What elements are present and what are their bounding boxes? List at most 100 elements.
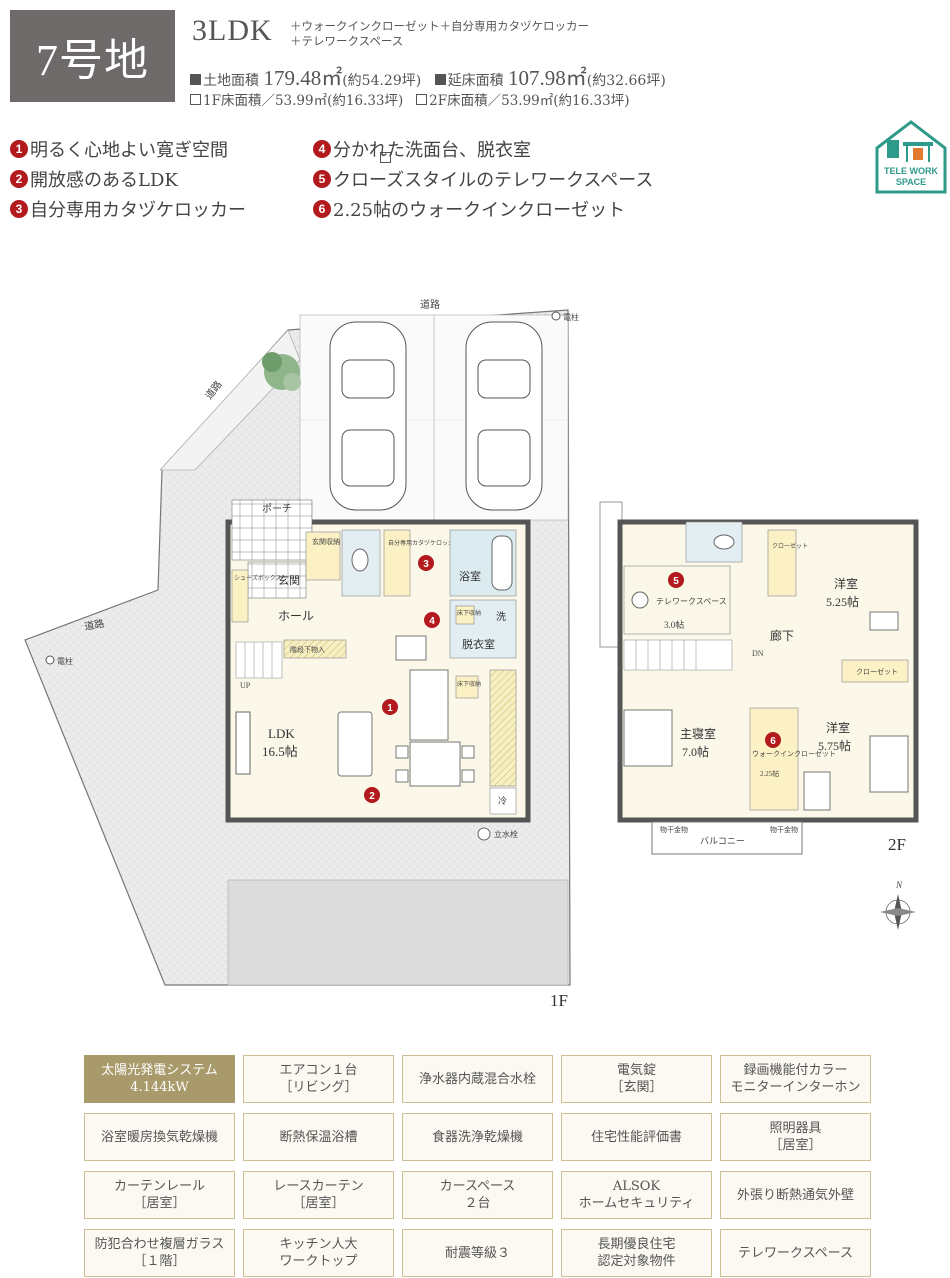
road-top-label: 道路 — [420, 298, 440, 311]
amenity-line1: 耐震等級３ — [444, 1245, 510, 1261]
svg-text:1: 1 — [387, 703, 393, 714]
road-diag-label: 道路 — [202, 378, 225, 402]
feature-number: 2 — [10, 170, 28, 188]
amenity-line2: 4.144kW — [130, 1080, 189, 1095]
amenity-line1: 照明器具 — [769, 1121, 822, 1136]
amenity-line2: 認定対象物件 — [597, 1254, 676, 1269]
amenity-item: 防犯合わせ複層ガラス ［１階］ — [84, 1229, 235, 1277]
amenity-item: 太陽光発電システム 4.144kW — [84, 1055, 235, 1103]
marker-icon: 5 6 — [668, 572, 781, 748]
up-label: UP — [240, 681, 251, 690]
feature-number: 3 — [10, 200, 28, 218]
amenity-line1: 電気錠 — [616, 1063, 656, 1078]
amenity-line1: 太陽光発電システム — [101, 1063, 218, 1078]
amenity-line1: キッチン人大 — [279, 1237, 358, 1252]
floor-area-label: 延床面積 — [447, 73, 504, 89]
western1-size: 5.25帖 — [826, 594, 859, 609]
outline-square-icon — [380, 152, 391, 163]
amenity-line2: ［玄関］ — [610, 1080, 663, 1095]
feature-text: 分かれた洗面台、脱衣室 — [333, 140, 531, 161]
lot-number-badge: 7号地 — [10, 10, 175, 102]
closet-label-1: クローゼット — [772, 542, 808, 550]
amenity-line1: エアコン１台 — [279, 1063, 358, 1078]
svg-text:2: 2 — [369, 791, 375, 802]
amenity-item: レースカーテン［居室］ — [243, 1171, 394, 1219]
amenity-line2: ［リビング］ — [279, 1080, 358, 1095]
wash-label: 洗 — [496, 611, 506, 623]
western2-label: 洋室 — [826, 720, 850, 735]
svg-text:5: 5 — [673, 576, 679, 587]
amenity-line1: 録画機能付カラー — [743, 1063, 848, 1078]
amenity-line1: テレワークスペース — [737, 1245, 854, 1261]
balcony-label: バルコニー — [700, 836, 745, 846]
hall-label: ホール — [278, 609, 314, 623]
bath-label: 浴室 — [459, 569, 481, 583]
hanger-label-2: 物干金物 — [770, 825, 798, 834]
western2-size: 5.75帖 — [818, 738, 851, 753]
porch-label: ポーチ — [262, 503, 292, 515]
entrance-storage-label: 玄関収納 — [312, 537, 340, 546]
lot-number: 7号地 — [36, 36, 149, 85]
amenity-line1: 住宅性能評価書 — [590, 1129, 682, 1145]
amenity-line2: ２台 — [464, 1196, 491, 1211]
plan-type: 3LDK — [192, 14, 273, 47]
pole-label-1: 電柱 — [563, 312, 579, 322]
feature-text: クローズスタイルのテレワークスペース — [333, 170, 654, 191]
amenity-line2: ［１階］ — [133, 1254, 186, 1269]
north-label: N — [895, 880, 903, 890]
amenity-line2: ［居室］ — [292, 1196, 345, 1211]
amenity-item: 断熱保温浴槽 — [243, 1113, 394, 1161]
amenity-line1: 食器洗浄乾燥機 — [431, 1129, 523, 1145]
area-summary: 土地面積 179.48㎡(約54.29坪) 延床面積 107.98㎡(約32.6… — [190, 62, 666, 92]
amenity-item: 住宅性能評価書 — [561, 1113, 712, 1161]
filled-square-icon — [190, 74, 201, 85]
faucet-label: 立水栓 — [494, 829, 518, 839]
telework-label: テレワークスペース — [656, 597, 727, 606]
amenity-item: 録画機能付カラーモニターインターホン — [720, 1055, 871, 1103]
amenity-line2: ［居室］ — [769, 1138, 822, 1153]
dn-label: DN — [752, 649, 764, 658]
plan-extras-line1: ＋ウォークインクローゼット＋自分専用カタヅケロッカー — [290, 19, 589, 33]
closet-label-2: クローゼット — [856, 667, 898, 676]
locker-label: 自分専用カタヅケロッカー — [388, 539, 460, 547]
svg-text:6: 6 — [770, 736, 776, 747]
svg-text:4: 4 — [429, 616, 435, 627]
telework-icon-line1: TELE WORK — [884, 166, 938, 176]
telework-space-icon: TELE WORK SPACE — [875, 120, 947, 194]
feature-text: 明るく心地よい寛ぎ空間 — [30, 140, 228, 161]
ldk-label: LDK — [268, 726, 295, 741]
plan-extras: ＋ウォークインクローゼット＋自分専用カタヅケロッカー ＋テレワークスペース — [290, 19, 589, 49]
amenity-item: 電気錠 ［玄関］ — [561, 1055, 712, 1103]
outline-square-icon — [416, 94, 428, 105]
filled-square-icon — [434, 74, 446, 85]
floor1-label: 1F — [550, 991, 568, 1010]
feature-text: 2.25帖のウォークインクローゼット — [333, 200, 626, 221]
shoe-box-label: シューズボックス — [234, 574, 282, 582]
feature-number: 4 — [313, 140, 331, 158]
western1-label: 洋室 — [834, 576, 858, 591]
pole-label-2: 電柱 — [57, 656, 73, 666]
stair-storage-label: 階段下物入 — [290, 645, 325, 654]
land-area-value: 179.48㎡ — [263, 66, 343, 90]
feature-number: 6 — [313, 200, 331, 218]
amenity-item: エアコン１台 ［リビング］ — [243, 1055, 394, 1103]
amenity-item: 耐震等級３ — [402, 1229, 553, 1277]
marker-icon: 3 4 1 2 — [364, 555, 440, 803]
floor2-label: 2F — [888, 835, 906, 854]
floor-plan: 道路 道路 道路 電柱 電柱 ポーチ 玄関 玄関収納 自分専用カタヅケロッカー … — [24, 298, 919, 1010]
feature-number: 1 — [10, 140, 28, 158]
amenity-line1: 防犯合わせ複層ガラス — [94, 1237, 225, 1252]
hanger-label-1: 物干金物 — [660, 825, 688, 834]
land-area-label: 土地面積 — [203, 73, 259, 89]
amenity-item: 照明器具 ［居室］ — [720, 1113, 871, 1161]
amenity-line2: モニターインターホン — [730, 1080, 861, 1095]
amenity-line2: ホームセキュリティ — [578, 1196, 695, 1211]
amenity-item: キッチン人大ワークトップ — [243, 1229, 394, 1277]
floor-areas: 1F床面積／53.99㎡(約16.33坪) 2F床面積／53.99㎡(約16.3… — [190, 89, 629, 163]
amenity-item: 食器洗浄乾燥機 — [402, 1113, 553, 1161]
